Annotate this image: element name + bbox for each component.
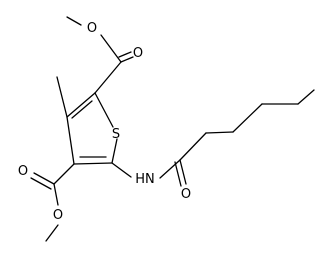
- atom-s: S: [112, 127, 120, 142]
- atom-o-left-carbonyl: O: [18, 164, 28, 179]
- bond-carbonyl-top-o-double-b: [118, 51, 132, 58]
- bond-ring-s-c2: [94, 92, 114, 128]
- bond-chain-2: [205, 131, 234, 134]
- bond-chain-3: [232, 103, 263, 133]
- bond-amide-co-b: [174, 161, 182, 187]
- bond-chain-5: [297, 89, 315, 105]
- bond-nh-carbonyl: [159, 159, 181, 179]
- bond-carbonyl-left-o-double-b: [30, 177, 52, 190]
- atom-labels: O O S O O HN O: [18, 21, 191, 223]
- bond-left-o-methyl: [45, 224, 59, 242]
- bond-methyl: [56, 76, 68, 118]
- bond-c4-carbonyl-left: [53, 163, 75, 185]
- bond-ring-c2-c3: [66, 92, 96, 118]
- bond-c2-carbonyl-top: [94, 61, 122, 94]
- bond-ring-c5-s: [111, 138, 118, 164]
- atom-o-left-ether: O: [53, 208, 63, 223]
- bond-carbonyl-top-o-double-a: [120, 56, 134, 63]
- bond-carbonyl-left-o-ether: [53, 183, 59, 206]
- bond-ring-c3-c4: [66, 116, 75, 165]
- atom-o-amide: O: [181, 187, 191, 202]
- bonds: [30, 16, 315, 242]
- bond-top-o-methyl: [66, 16, 82, 26]
- atom-o-top-ether: O: [87, 21, 97, 36]
- bond-chain-1: [179, 132, 207, 161]
- atom-o-top-carbonyl: O: [133, 46, 143, 61]
- bond-carbonyl-top-o-ether: [100, 34, 122, 63]
- bond-ring-c4-c5: [73, 162, 113, 165]
- bond-c5-nh: [111, 162, 132, 178]
- atom-nh: HN: [135, 172, 155, 187]
- bond-ring-c2-c3-inner: [71, 100, 93, 119]
- bond-carbonyl-left-o-double-a: [33, 172, 55, 185]
- bond-amide-co-a: [179, 159, 187, 185]
